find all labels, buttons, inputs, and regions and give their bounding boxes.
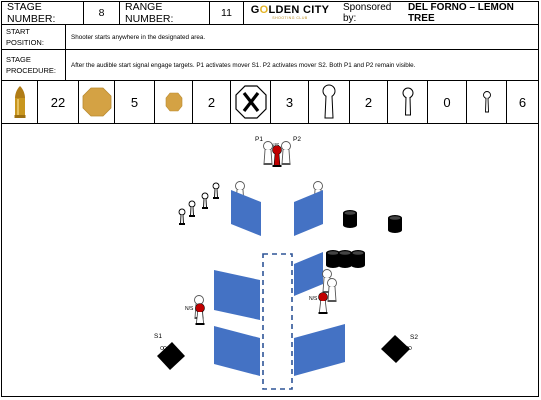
wall-upper-left — [231, 190, 261, 236]
start-position-text: Shooter starts anywhere in the designate… — [71, 33, 206, 41]
stage-number-value: 8 — [84, 2, 120, 24]
range-number-label: RANGE NUMBER: — [120, 1, 210, 25]
popper-group-top: P1 P2 N/S — [255, 136, 301, 167]
large-octagon-target-icon — [79, 81, 115, 123]
header-row: STAGE NUMBER: 8 RANGE NUMBER: 11 GOLDEN … — [2, 1, 538, 25]
club-logo: GOLDEN CITY SHOOTING CLUB — [250, 4, 330, 21]
no-shoot-right-group: N/S — [309, 269, 337, 314]
large-target-count: 5 — [115, 81, 155, 123]
ns-label-left: N/S — [185, 306, 194, 312]
mover-s2: S2 — [381, 334, 418, 363]
barrel — [388, 215, 402, 233]
p2-label: P2 — [293, 136, 301, 143]
wall-lower-right — [294, 324, 345, 376]
popper-p1 — [263, 141, 273, 166]
large-popper-icon — [309, 81, 350, 123]
mover-s1: S1 — [154, 333, 185, 370]
sponsor-name: DEL FORNO – LEMON TREE — [407, 2, 514, 24]
barrel — [351, 250, 365, 268]
no-shoot-count: 3 — [271, 81, 309, 123]
stage-procedure-row: STAGE PROCEDURE: After the audible start… — [2, 50, 538, 81]
start-position-label: START POSITION: — [2, 25, 66, 49]
small-target-count: 2 — [193, 81, 231, 123]
range-number-value: 11 — [210, 2, 244, 24]
medium-popper-icon — [388, 81, 428, 123]
target-count-row: 22 5 2 3 2 — [2, 81, 538, 124]
medium-popper-count: 0 — [428, 81, 467, 123]
s1-label: S1 — [154, 333, 162, 340]
ns-label-right: N/S — [309, 296, 318, 302]
small-popper-icon — [467, 81, 507, 123]
sponsor-label: Sponsored by: — [343, 2, 392, 24]
wall-mid-right — [294, 252, 323, 296]
sponsor-info: Sponsored by: DEL FORNO – LEMON TREE — [338, 2, 538, 24]
stage-number-label: STAGE NUMBER: — [2, 1, 84, 25]
popper-p2 — [281, 141, 291, 166]
no-shoot-x-icon — [231, 81, 271, 123]
stage-diagram: P1 P2 N/S — [2, 124, 538, 396]
small-poppers-left — [178, 182, 220, 226]
s2-label: S2 — [410, 334, 418, 341]
barrel — [326, 250, 340, 268]
p1-label: P1 — [255, 136, 263, 143]
wall-lower-left — [214, 326, 260, 376]
stage-procedure-text: After the audible start signal engage ta… — [71, 61, 416, 69]
barrel — [343, 210, 357, 228]
large-popper-count: 2 — [350, 81, 388, 123]
small-popper-count: 6 — [518, 94, 527, 110]
round-count: 22 — [38, 81, 79, 123]
bullet-icon — [2, 81, 38, 123]
small-octagon-target-icon — [155, 81, 193, 123]
wall-mid-left — [214, 270, 260, 320]
start-position-row: START POSITION: Shooter starts anywhere … — [2, 25, 538, 50]
no-shoot-top — [272, 145, 282, 167]
stage-procedure-label: STAGE PROCEDURE: — [2, 50, 66, 80]
no-shoot-left-group: N/S — [185, 295, 205, 325]
shooting-area-box — [262, 253, 293, 390]
wall-upper-right — [294, 190, 323, 236]
barrel — [338, 250, 352, 268]
